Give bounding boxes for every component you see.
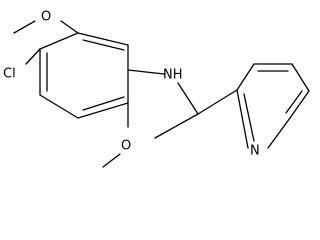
bond-ring-3-inner bbox=[82, 96, 125, 111]
bond-py-1 bbox=[236, 63, 255, 91]
molecule-diagram: O Cl NH O N bbox=[3, 9, 310, 168]
bond-ring-1-inner bbox=[82, 39, 125, 51]
bond-o-top-ring bbox=[60, 20, 79, 34]
bond-ring-1 bbox=[77, 32, 129, 46]
structure-canvas: O Cl NH O N bbox=[3, 10, 310, 168]
bond-py-4 bbox=[289, 90, 310, 119]
bond-py-6 bbox=[267, 117, 291, 149]
bond-py-3 bbox=[291, 63, 310, 92]
bond-ch-methyl bbox=[154, 113, 199, 139]
bond-ring-6 bbox=[39, 32, 79, 50]
bond-ch-pyridine bbox=[197, 89, 238, 115]
bond-py-5-inner bbox=[243, 93, 255, 142]
bond-methyl-o-top bbox=[13, 20, 36, 34]
bond-ring-4 bbox=[39, 94, 79, 119]
bond-o-bottom-methyl bbox=[102, 153, 121, 168]
bond-ring-3 bbox=[77, 102, 129, 119]
bond-py-5 bbox=[236, 89, 249, 149]
atom-label-o-bottom: O bbox=[121, 139, 131, 154]
bond-py-4-inner bbox=[285, 90, 303, 114]
atom-label-nh: NH bbox=[163, 68, 183, 83]
atom-label-cl: Cl bbox=[3, 67, 16, 82]
bond-ring-cl bbox=[25, 48, 41, 65]
atom-label-n-pyridine: N bbox=[250, 144, 260, 159]
bond-nh-ch bbox=[177, 82, 199, 115]
bond-ring-nh bbox=[127, 69, 165, 75]
atom-label-o-top: O bbox=[41, 10, 51, 25]
